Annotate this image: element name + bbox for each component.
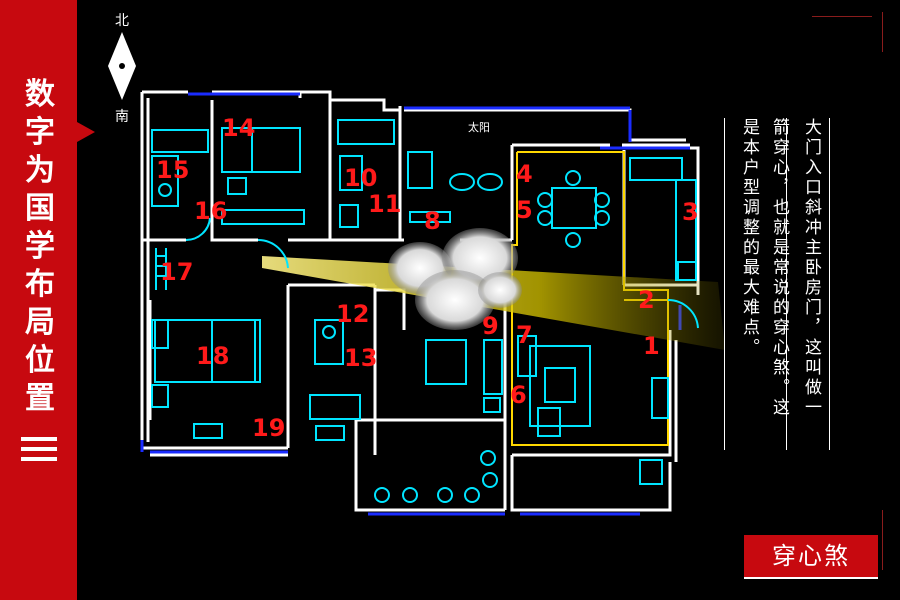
furniture	[151, 119, 699, 503]
menu-lines-icon	[21, 437, 57, 467]
banner-char: 学	[25, 229, 55, 264]
compass: 北 南	[104, 10, 140, 125]
decor-line	[882, 12, 883, 52]
room-label: 1	[643, 332, 660, 360]
room-label: 4	[516, 160, 533, 188]
badge-label: 穿心煞	[744, 535, 878, 579]
banner-char: 位	[25, 343, 55, 378]
compass-south-label: 南	[115, 109, 129, 125]
room-label: 11	[368, 190, 401, 218]
room-label: 18	[196, 342, 229, 370]
room-label: 2	[638, 286, 655, 314]
room-label: 6	[510, 381, 527, 409]
room-label: 7	[516, 321, 533, 349]
room-label: 19	[252, 414, 285, 442]
room-label: 14	[222, 114, 255, 142]
banner-title: 数 字 为 国 学 布 局 位 置	[20, 76, 60, 418]
room-label: 16	[194, 197, 227, 225]
banner-char: 国	[25, 191, 55, 226]
banner-arrow-icon	[77, 122, 95, 142]
description-column-3: 是本户型调整的最大难点。	[724, 118, 767, 450]
room-label: 12	[336, 300, 369, 328]
room-label: 3	[682, 198, 699, 226]
room-number-labels: 1 2 3 4 5 6 7 8 9 10 11 12 13 14 15 16 1…	[156, 114, 699, 442]
description-column-1: 大门入口斜冲主卧房门，这叫做一	[786, 118, 830, 450]
decor-line	[882, 510, 883, 570]
compass-arrow-icon	[108, 32, 136, 100]
banner-char: 置	[25, 381, 55, 416]
room-label: 5	[516, 196, 533, 224]
room-label: 10	[344, 164, 377, 192]
banner-char: 局	[25, 305, 55, 340]
banner-char: 字	[25, 115, 55, 150]
description-column-2: 箭穿心，也就是常说的穿心煞。这	[769, 118, 789, 418]
banner-char: 布	[25, 267, 55, 302]
cloud-icon	[388, 228, 522, 330]
room-label: 13	[344, 344, 377, 372]
room-label: 17	[160, 258, 193, 286]
compass-north-label: 北	[115, 13, 129, 29]
banner-char: 为	[25, 153, 55, 188]
plan-marker: 太阳	[468, 121, 490, 134]
decor-line	[812, 16, 872, 17]
room-label: 15	[156, 156, 189, 184]
banner-char: 数	[25, 77, 55, 112]
left-banner: 数 字 为 国 学 布 局 位 置	[0, 0, 77, 600]
room-label: 8	[424, 207, 441, 235]
room-label: 9	[482, 312, 499, 340]
